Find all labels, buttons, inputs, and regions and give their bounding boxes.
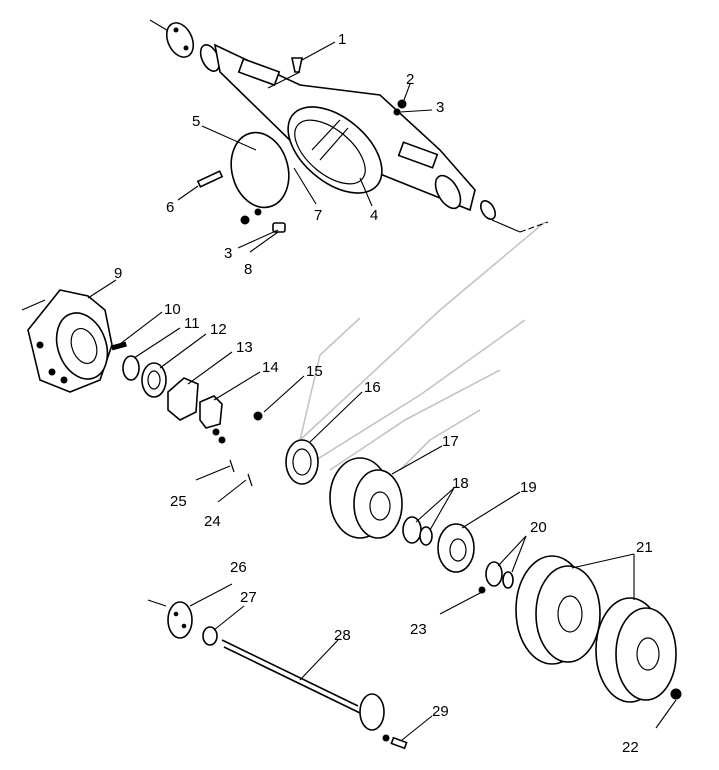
bolt-10 <box>111 341 127 351</box>
callout-26: 26 <box>230 559 247 576</box>
bearing-20 <box>485 561 503 587</box>
callout-15: 15 <box>306 363 323 380</box>
callout-3: 3 <box>436 99 444 116</box>
half-shaft <box>147 599 408 750</box>
callout-11: 11 <box>184 315 200 332</box>
gasket <box>230 131 290 209</box>
leader-lines <box>87 41 677 741</box>
callout-28: 28 <box>334 627 351 644</box>
callout-numbers: 1 2 3 3 4 5 6 7 8 9 10 11 12 13 14 15 16… <box>114 31 653 756</box>
oil-seal <box>285 439 319 485</box>
wheel-inner <box>515 555 601 665</box>
brake-drum <box>329 457 403 539</box>
wheel-outer <box>595 597 677 703</box>
vent-plug <box>291 57 303 73</box>
callout-16: 16 <box>364 379 381 396</box>
callout-24: 24 <box>204 513 221 530</box>
callout-19: 19 <box>520 479 537 496</box>
nut-22 <box>670 688 682 700</box>
bracket-13 <box>167 377 199 421</box>
nut-23 <box>478 586 486 594</box>
plate-14 <box>199 395 223 429</box>
bearing-18 <box>402 516 422 544</box>
plug-8 <box>272 222 286 233</box>
brake-backing-plate <box>21 289 113 393</box>
nut-2 <box>397 99 407 109</box>
callout-13: 13 <box>236 339 253 356</box>
callout-2: 2 <box>406 71 414 88</box>
callout-22: 22 <box>622 739 639 756</box>
callout-7: 7 <box>314 207 322 224</box>
callout-10: 10 <box>164 301 181 318</box>
callout-6: 6 <box>166 199 174 216</box>
callout-27: 27 <box>240 589 257 606</box>
callout-17: 17 <box>442 433 459 450</box>
callout-5: 5 <box>192 113 200 130</box>
nut-7 <box>254 208 262 216</box>
callout-12: 12 <box>210 321 227 338</box>
bolt <box>196 170 224 188</box>
callout-23: 23 <box>410 621 427 638</box>
callout-3b: 3 <box>224 245 232 262</box>
callout-1: 1 <box>338 31 346 48</box>
callout-8: 8 <box>244 261 252 278</box>
watermark-logo <box>299 221 546 471</box>
callout-9: 9 <box>114 265 122 282</box>
callout-21: 21 <box>636 539 653 556</box>
nut-15 <box>253 411 263 421</box>
hub <box>437 523 475 573</box>
ring-12 <box>141 362 167 398</box>
washer-3b <box>240 215 250 225</box>
callout-18: 18 <box>452 475 469 492</box>
seal-11 <box>122 355 140 381</box>
callout-14: 14 <box>262 359 279 376</box>
callout-29: 29 <box>432 703 449 720</box>
callout-20: 20 <box>530 519 547 536</box>
washer-3 <box>393 108 401 116</box>
callout-25: 25 <box>170 493 187 510</box>
callout-4: 4 <box>370 207 378 224</box>
axle-housing <box>149 19 549 233</box>
